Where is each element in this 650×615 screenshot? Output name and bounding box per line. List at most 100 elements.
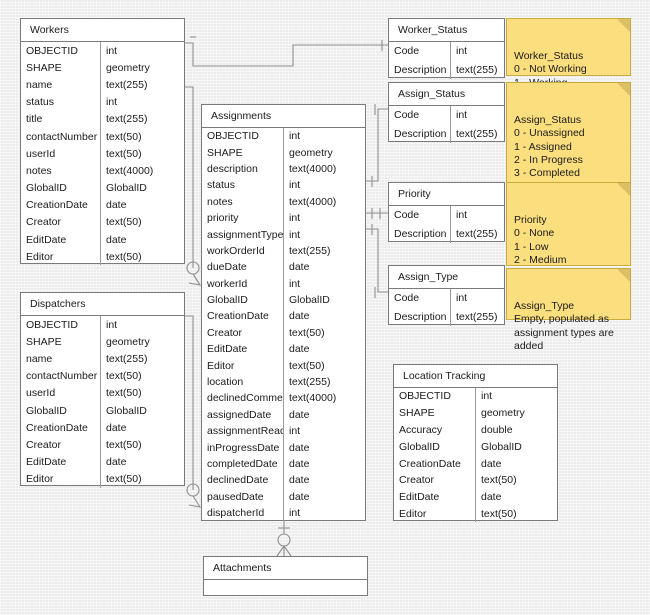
crowsfoot-leg-workers xyxy=(192,273,201,286)
field-type: text(50) xyxy=(289,359,325,372)
field-type: int xyxy=(456,45,468,58)
field-name: assignmentRead xyxy=(202,423,284,440)
field-type: text(50) xyxy=(106,147,142,160)
field-name: workerId xyxy=(202,275,284,292)
field-type: date xyxy=(289,441,310,454)
field-type: date xyxy=(481,491,502,504)
field-type: geometry xyxy=(481,407,525,420)
field-name: priority xyxy=(202,209,284,227)
field-type: text(4000) xyxy=(106,164,154,177)
attachments-empty-row xyxy=(204,580,367,600)
field-type: text(50) xyxy=(106,130,142,143)
field-name: GlobalID xyxy=(21,401,101,420)
field-type: text(255) xyxy=(456,310,498,323)
field-name: SHAPE xyxy=(21,59,101,77)
field-name: EditDate xyxy=(394,488,476,506)
field-name: Creator xyxy=(202,324,284,342)
field-name: notes xyxy=(21,162,101,180)
field-type: GlobalID xyxy=(289,294,330,307)
field-type: int xyxy=(289,130,301,143)
field-type: int xyxy=(456,209,468,222)
note-assign-status[interactable]: Assign_Status 0 - Unassigned 1 - Assigne… xyxy=(506,82,631,220)
field-type: text(255) xyxy=(456,227,498,240)
field-name: contactNumber xyxy=(21,367,101,385)
entity-title-priority: Priority xyxy=(389,183,504,206)
field-type: text(255) xyxy=(106,352,148,365)
field-name: Description xyxy=(389,224,451,243)
field-type: text(50) xyxy=(106,250,142,263)
field-type: text(255) xyxy=(456,127,498,140)
entity-fields-attachments xyxy=(204,580,367,600)
note-priority[interactable]: Priority 0 - None 1 - Low 2 - Medium 3 -… xyxy=(506,182,631,293)
field-name: inProgressDate xyxy=(202,439,284,456)
field-name: Creator xyxy=(394,471,476,489)
field-name: name xyxy=(21,350,101,368)
field-name: Editor xyxy=(394,505,476,523)
entity-title-attachments: Attachments xyxy=(204,557,367,580)
note-fold-icon xyxy=(617,182,631,196)
connector-workers-assignments xyxy=(185,86,194,268)
field-type: date xyxy=(106,456,127,469)
field-type: text(50) xyxy=(481,474,517,487)
field-name: Editor xyxy=(202,357,284,374)
field-type: text(255) xyxy=(289,376,331,389)
note-assign-type-text: Assign_Type Empty, populated as assignme… xyxy=(514,299,614,353)
entity-attachments[interactable]: Attachments xyxy=(203,556,368,596)
connector-workers-status xyxy=(185,42,388,67)
field-name: completedDate xyxy=(202,455,284,473)
field-name: workOrderId xyxy=(202,242,284,260)
field-name: location xyxy=(202,373,284,391)
field-type: text(255) xyxy=(289,244,331,257)
field-row: location text(255) xyxy=(202,373,365,391)
note-worker-status[interactable]: Worker_Status 0 - Not Working 1 - Workin… xyxy=(506,18,631,102)
field-type: geometry xyxy=(106,335,150,348)
field-type: date xyxy=(289,261,310,274)
field-name: Editor xyxy=(21,248,101,266)
field-name: Description xyxy=(389,124,451,143)
field-type: int xyxy=(106,318,118,331)
field-name: EditDate xyxy=(202,341,284,358)
field-row: EditDate date xyxy=(394,488,557,506)
note-assign-type[interactable]: Assign_Type Empty, populated as assignme… xyxy=(506,268,631,352)
field-type: GlobalID xyxy=(106,404,147,417)
field-name: declinedDate xyxy=(202,472,284,489)
entity-title-worker-status: Worker_Status xyxy=(389,19,504,42)
field-type: date xyxy=(481,457,502,470)
